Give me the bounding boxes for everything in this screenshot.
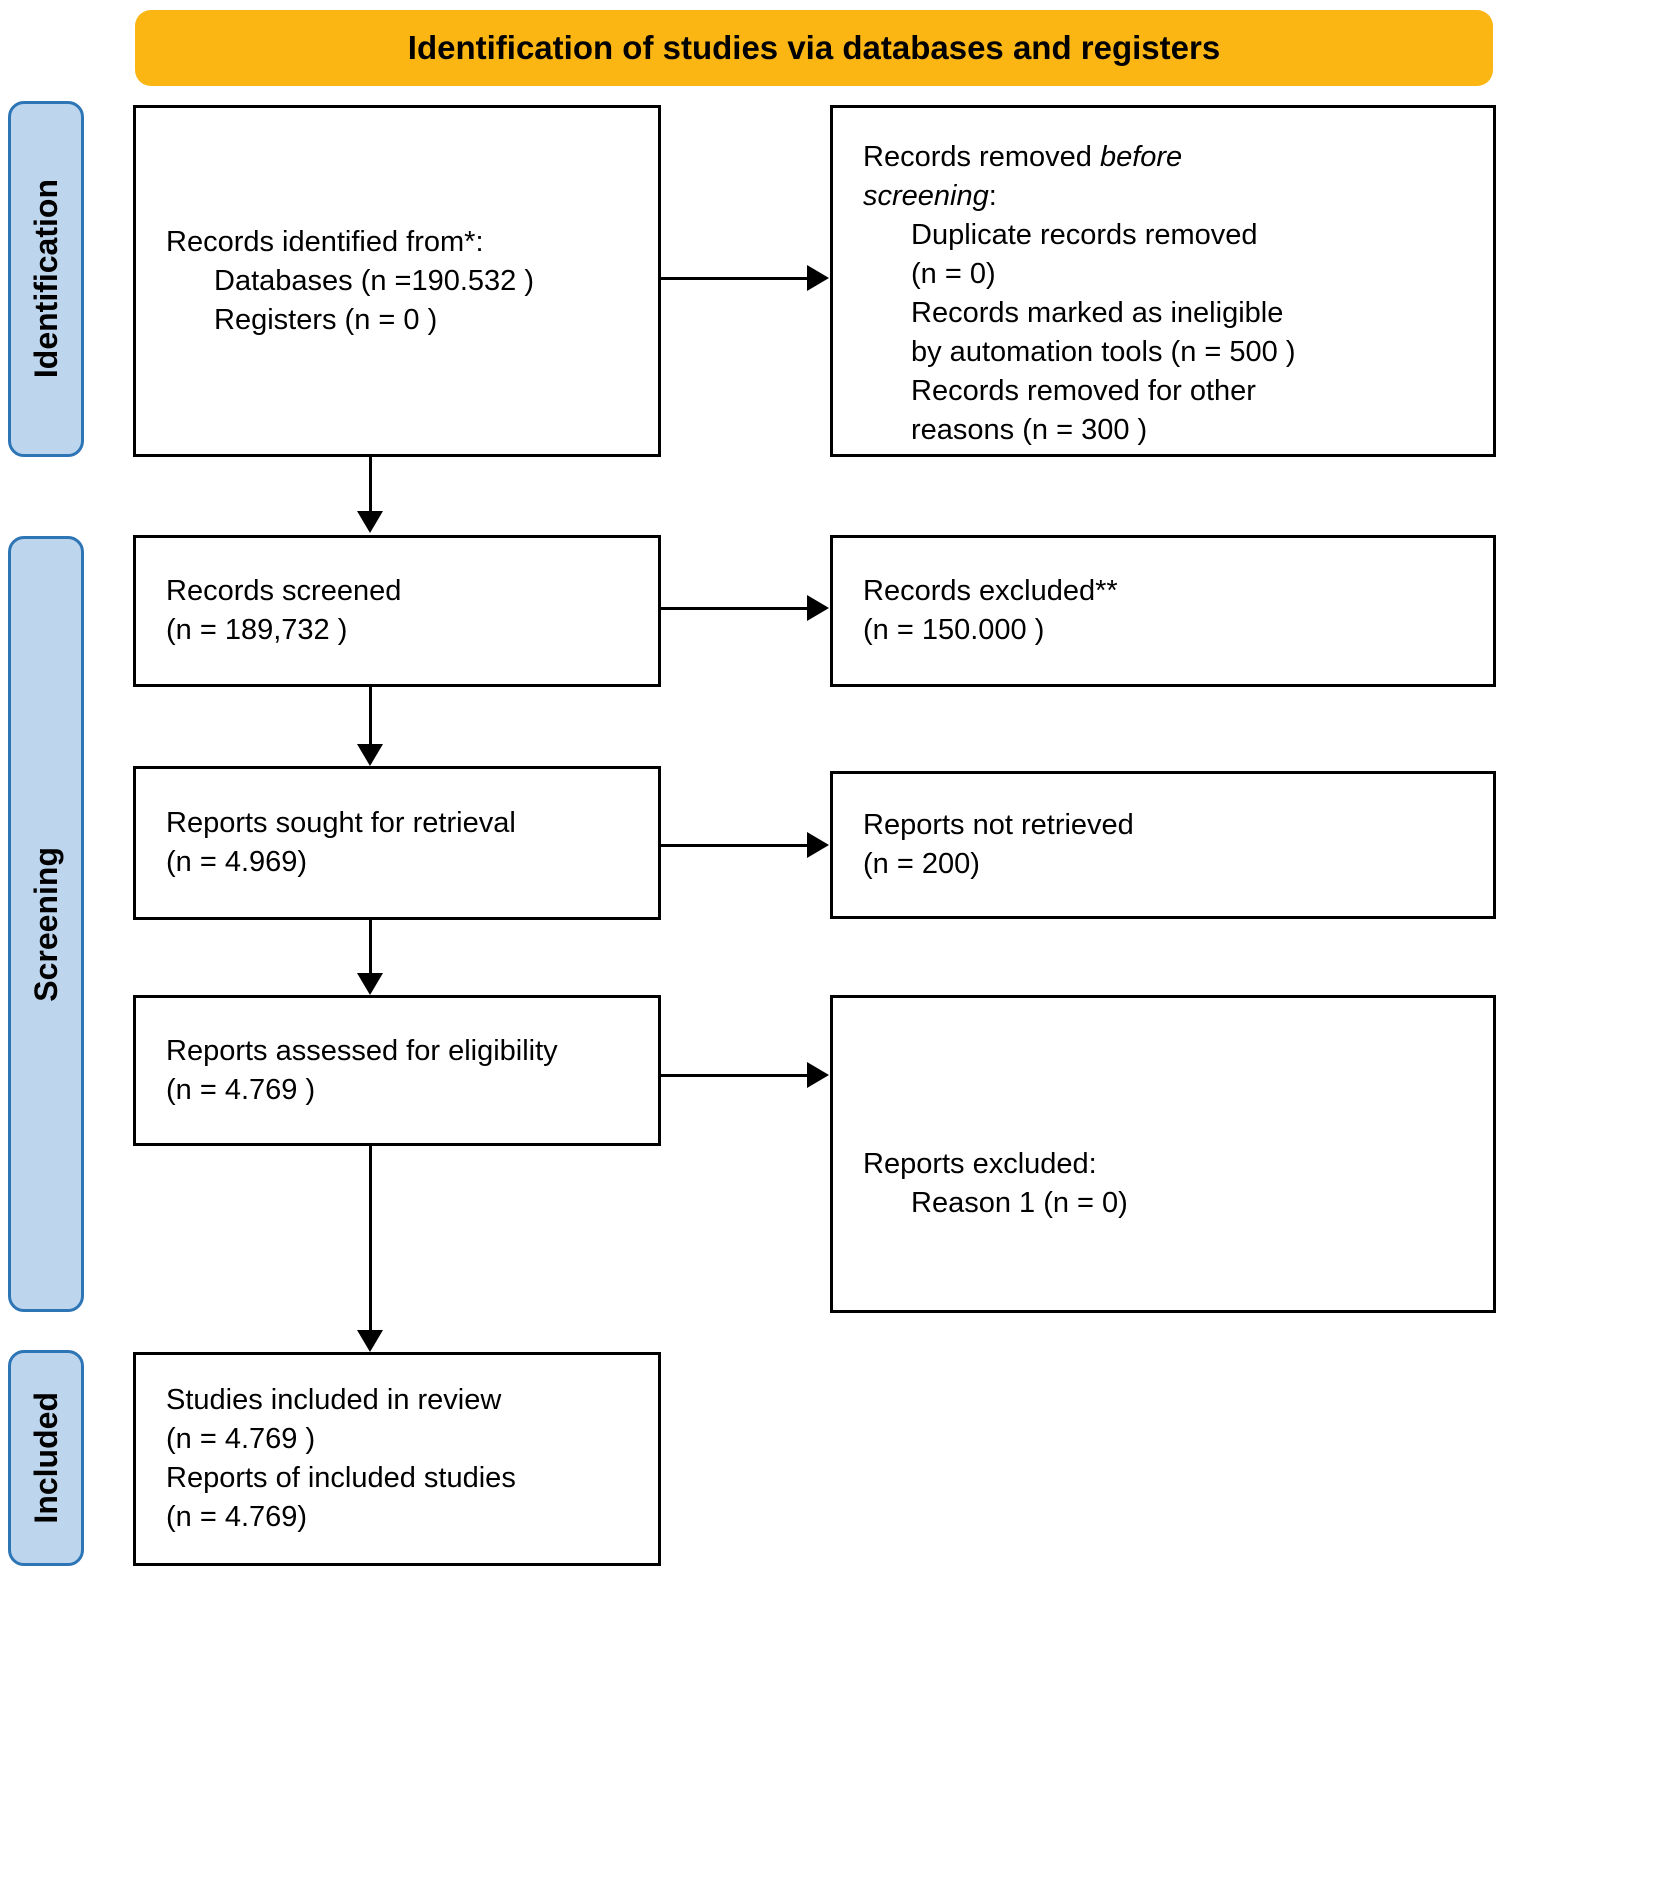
banner-title-text: Identification of studies via databases … <box>407 29 1221 66</box>
arrow-identified-to-removed <box>661 265 829 291</box>
arrow-identified-to-screened <box>357 457 383 533</box>
box-reports-not-retrieved: Reports not retrieved (n = 200) <box>830 771 1496 919</box>
arrow-screened-to-sought <box>357 687 383 766</box>
arrow-assessed-to-included <box>357 1146 383 1352</box>
box-text-line: Records identified from*: <box>166 225 484 258</box>
box-reports-excluded: Reports excluded: Reason 1 (n = 0) <box>830 995 1496 1313</box>
box-text-line: (n = 4.769 ) <box>166 1423 316 1455</box>
box-text-line: Records removed for other <box>911 375 1256 407</box>
box-text-line: Studies included in review <box>166 1384 502 1416</box>
stage-screening: Screening <box>8 536 84 1312</box>
box-text-line: (n = 200) <box>863 848 980 880</box>
box-text-line: (n = 4.769) <box>166 1501 308 1533</box>
box-text-line: Reason 1 (n = 0) <box>911 1187 1128 1219</box>
box-text-line: Reports excluded: <box>863 1148 1097 1180</box>
box-text-line: Reports of included studies <box>166 1462 516 1494</box>
box-text-line: Databases (n =190.532 ) <box>214 264 535 297</box>
box-text-line: Reports assessed for eligibility <box>166 1034 558 1067</box>
box-studies-included: Studies included in review (n = 4.769 ) … <box>133 1352 661 1566</box>
banner-title: Identification of studies via databases … <box>135 10 1493 86</box>
box-records-removed: Records removed before screening: Duplic… <box>830 105 1496 457</box>
box-text-line: Duplicate records removed <box>911 219 1258 251</box>
box-text-line: screening: <box>863 180 997 212</box>
arrow-sought-to-assessed <box>357 920 383 995</box>
box-text-line: (n = 4.969) <box>166 846 308 878</box>
box-records-excluded: Records excluded** (n = 150.000 ) <box>830 535 1496 687</box>
box-records-screened: Records screened (n = 189,732 ) <box>133 535 661 687</box>
box-text-line: (n = 189,732 ) <box>166 614 348 646</box>
box-text-line: Records screened <box>166 575 402 607</box>
box-records-identified: Records identified from*: Databases (n =… <box>133 105 661 457</box>
arrow-assessed-to-excluded <box>661 1062 829 1088</box>
box-text-line: (n = 0) <box>911 258 996 290</box>
box-text-line: by automation tools (n = 500 ) <box>911 336 1296 368</box>
box-text-line: (n = 150.000 ) <box>863 614 1045 646</box>
box-text-line: (n = 4.769 ) <box>166 1073 316 1106</box>
stage-screening-label: Screening <box>27 846 64 1002</box>
stage-included-label: Included <box>27 1392 64 1524</box>
box-text-line: Records excluded** <box>863 575 1118 607</box>
box-text-line: Records marked as ineligible <box>911 297 1284 329</box>
arrow-screened-to-excluded <box>661 595 829 621</box>
box-text-line: Reports sought for retrieval <box>166 807 516 839</box>
box-text-line: Registers (n = 0 ) <box>214 303 438 336</box>
stage-identification-label: Identification <box>27 179 64 379</box>
box-reports-sought: Reports sought for retrieval (n = 4.969) <box>133 766 661 920</box>
box-text-line: reasons (n = 300 ) <box>911 414 1148 446</box>
stage-identification: Identification <box>8 101 84 457</box>
box-text-line: Reports not retrieved <box>863 809 1134 841</box>
box-text-line: Records removed before <box>863 141 1183 173</box>
box-reports-assessed: Reports assessed for eligibility (n = 4.… <box>133 995 661 1146</box>
arrow-sought-to-not-retrieved <box>661 832 829 858</box>
stage-included: Included <box>8 1350 84 1566</box>
